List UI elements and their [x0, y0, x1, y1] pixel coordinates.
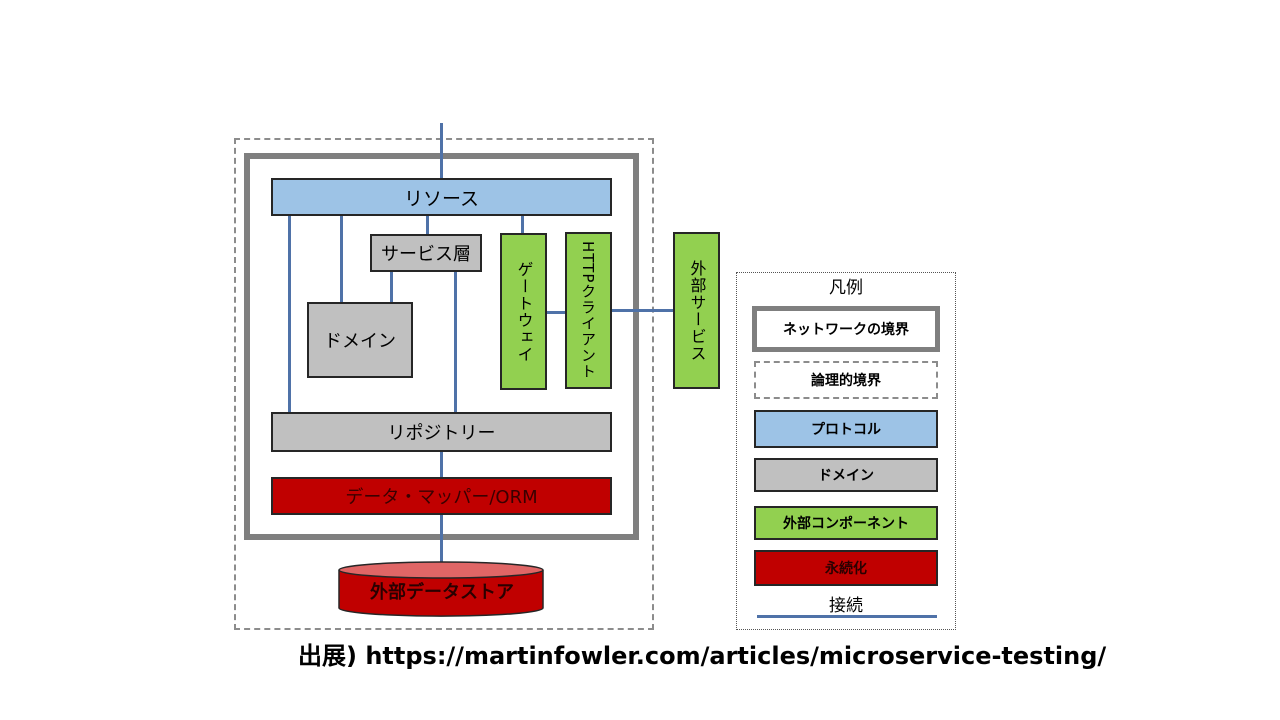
legend-logical-boundary-label: 論理的境界 [811, 373, 881, 389]
connection-line-gateway-http [546, 311, 567, 314]
legend-persistence: 永続化 [754, 550, 938, 586]
domain-label: ドメイン [324, 331, 396, 352]
legend-network-boundary-label: ネットワークの境界 [783, 322, 909, 338]
legend-domain-label: ドメイン [818, 468, 874, 484]
connection-line-mapper-datastore [440, 515, 443, 567]
connection-line-service-repository [454, 272, 457, 412]
connection-line-resource-gateway [521, 215, 524, 234]
connection-line-top [440, 123, 443, 179]
legend-connection-line [757, 615, 937, 618]
external-service-label: 外部サービス [687, 259, 707, 362]
legend-domain: ドメイン [754, 458, 938, 492]
connection-line-http-external [611, 309, 674, 312]
service-layer-label: サービス層 [381, 244, 471, 265]
legend-connection-label: 接続 [829, 595, 863, 616]
resource-box: リソース [271, 178, 612, 216]
data-mapper-box: データ・マッパー/ORM [271, 477, 612, 515]
legend-title: 凡例 [829, 277, 863, 298]
external-service-box: 外部サービス [673, 232, 720, 389]
connection-line-resource-repository [288, 215, 291, 412]
http-client-label: HTTPクライアント [579, 241, 597, 380]
repository-label: リポジトリー [387, 423, 496, 444]
legend-persistence-label: 永続化 [825, 561, 867, 577]
gateway-label: ゲートウェイ [514, 260, 534, 363]
legend-external-component: 外部コンポーネント [754, 506, 938, 540]
source-caption: 出展) https://martinfowler.com/articles/mi… [298, 642, 1107, 670]
connection-line-resource-service [426, 215, 429, 235]
http-client-box: HTTPクライアント [565, 232, 612, 389]
connection-line-repository-mapper [440, 451, 443, 478]
repository-box: リポジトリー [271, 412, 612, 452]
connection-line-service-domain [390, 272, 393, 303]
connection-line-resource-domain [340, 215, 343, 303]
external-datastore-label: 外部データストア [370, 582, 514, 603]
legend-network-boundary: ネットワークの境界 [752, 306, 940, 352]
resource-label: リソース [403, 187, 480, 210]
data-mapper-label: データ・マッパー/ORM [345, 487, 538, 508]
service-layer-box: サービス層 [370, 234, 482, 272]
legend-protocol-label: プロトコル [811, 422, 881, 438]
legend-protocol: プロトコル [754, 410, 938, 448]
external-datastore-cylinder [338, 561, 544, 617]
legend-logical-boundary: 論理的境界 [754, 361, 938, 399]
logical-boundary [234, 138, 654, 630]
domain-box: ドメイン [307, 302, 413, 378]
external-datastore-label-wrap: 外部データストア [336, 574, 548, 608]
legend-external-component-label: 外部コンポーネント [783, 516, 909, 532]
gateway-box: ゲートウェイ [500, 233, 547, 390]
